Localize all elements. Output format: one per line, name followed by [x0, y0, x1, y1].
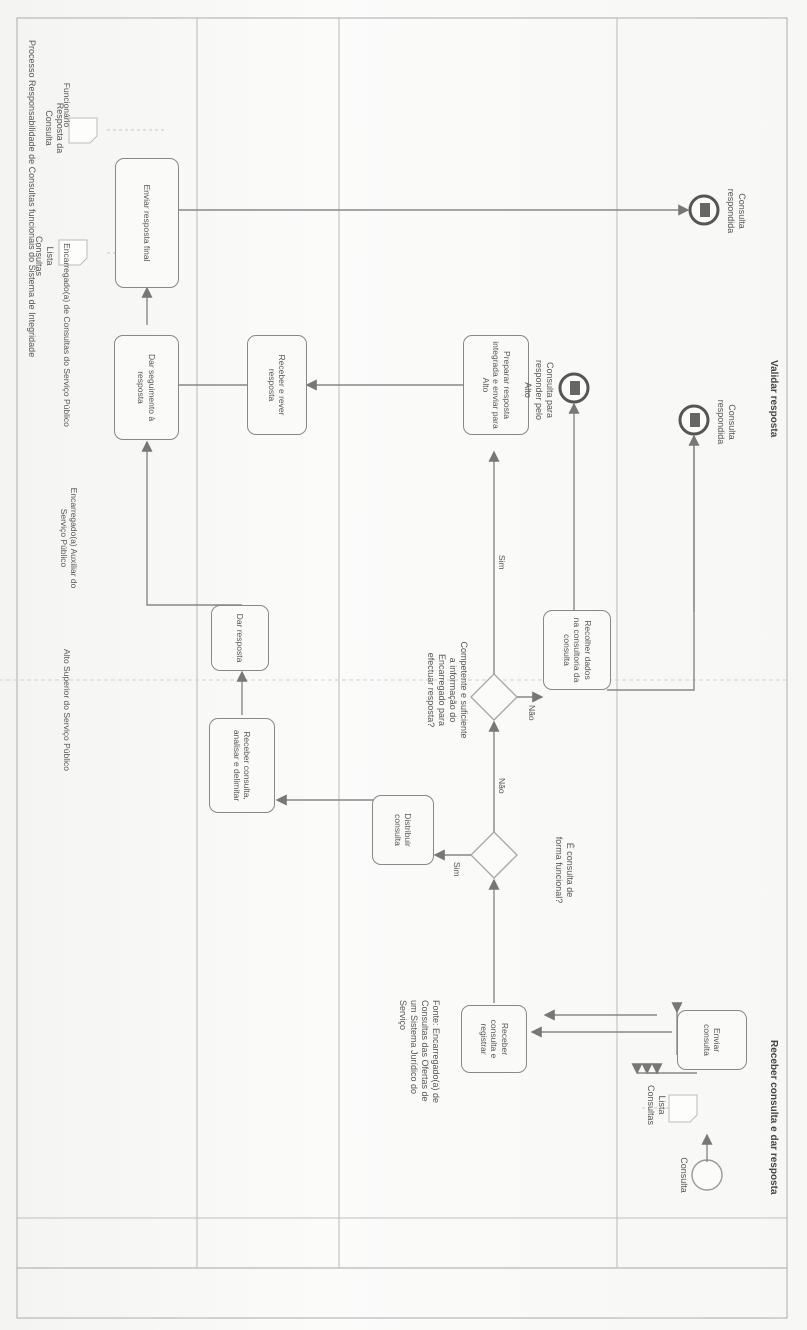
pool-frame: [16, 17, 788, 1319]
gateway-2-yes: Sim: [497, 555, 507, 570]
lane-label-2: Encarregado(a) de Consultas do Serviço P…: [62, 243, 72, 427]
gateway-1-yes: Sim: [452, 862, 462, 877]
stage-title-2: Validar resposta: [768, 360, 779, 438]
gateway-2-question: Competente e suficiente a informação do …: [426, 641, 469, 739]
stage-title-1: Receber consulta e dar resposta: [768, 1040, 779, 1195]
gateway-2-no: Não: [527, 705, 537, 721]
gateway-2: [470, 673, 518, 721]
task-distribuir-consulta: Distribuir consulta: [372, 795, 434, 865]
task-receber-rever: Receber e rever resposta: [247, 335, 307, 435]
data-object-1-label: Lista Consultas: [646, 1084, 667, 1126]
gateway-1-question: É consulta de forma funcional?: [554, 836, 575, 904]
end-event-1-label: Consulta respondida: [716, 399, 737, 445]
task-receber-analisar: Receber consulta, analisar e delimitar: [209, 718, 275, 813]
task-dar-seguimento: Dar seguimento à resposta: [114, 335, 179, 440]
lane-label-3: Encarregado(a) Auxiliar do Serviço Públi…: [59, 487, 79, 589]
end-event-3-label: Consulta respondida: [726, 188, 747, 234]
gateway-1-no: Não: [497, 778, 507, 794]
data-object-3-label: Resposta da Consulta: [44, 102, 65, 154]
annotation-note: Fonte: Encarregado(a) de Consultas das O…: [398, 1000, 441, 1104]
task-dar-resposta: Dar resposta: [211, 605, 269, 671]
gateway-1: [470, 831, 518, 879]
task-receber-consulta: Receber consulta e registrar: [461, 1005, 527, 1073]
task-recolher-dados: Recolher dados na consultoria da consult…: [543, 610, 611, 690]
pool-title: Processo Responsabilidade de Consultas f…: [27, 40, 37, 358]
task-enviar-resposta: Enviar resposta final: [115, 158, 179, 288]
task-preparar-resposta: Preparar resposta integrada e enviar par…: [463, 335, 529, 435]
data-object-2-label: Lista Consultas: [34, 235, 55, 277]
start-event: [691, 1159, 723, 1191]
end-event-2-label: Consulta para responder pelo Alto: [523, 359, 555, 421]
start-event-label: Consulta: [679, 1157, 689, 1193]
task-enviar-consulta: Enviar consulta: [677, 1010, 747, 1070]
lane-label-4: Alto Superior do Serviço Público: [62, 649, 72, 771]
